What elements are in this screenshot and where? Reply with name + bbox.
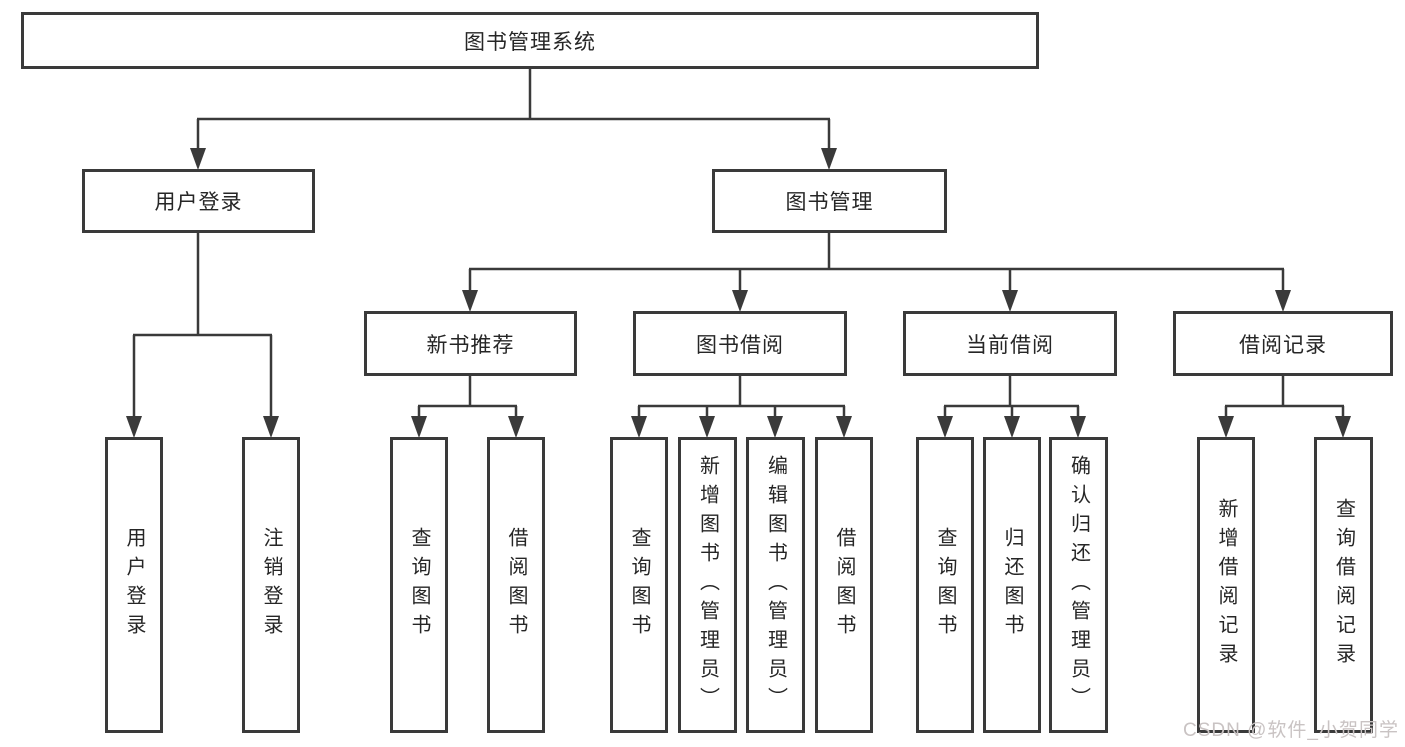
- node-borrow-records-label: 借阅记录: [1239, 333, 1327, 357]
- leaf-cb-return-books: 归还图书: [983, 437, 1041, 733]
- leaf-br-add-record: 新增借阅记录: [1197, 437, 1255, 733]
- leaf-cb-confirm-return-admin-label: 确认归还（管理员）: [1067, 454, 1090, 716]
- node-user-login-label: 用户登录: [154, 191, 243, 214]
- node-book-borrow: 图书借阅: [633, 311, 847, 376]
- leaf-user-login-label: 用户登录: [123, 527, 145, 643]
- node-book-borrow-label: 图书借阅: [696, 333, 784, 357]
- arrowheads: [126, 148, 1351, 438]
- node-book-management-label: 图书管理: [785, 191, 874, 214]
- leaf-bb-edit-books-admin: 编辑图书（管理员）: [746, 437, 805, 733]
- leaf-br-add-record-label: 新增借阅记录: [1215, 498, 1237, 672]
- leaf-bb-edit-books-admin-label: 编辑图书（管理员）: [764, 454, 787, 716]
- leaf-user-login: 用户登录: [105, 437, 163, 733]
- node-new-book-recommend: 新书推荐: [364, 311, 577, 376]
- leaf-bb-add-books-admin-label: 新增图书（管理员）: [696, 454, 719, 716]
- leaf-bb-borrow-books-label: 借阅图书: [833, 527, 855, 643]
- leaf-br-query-record-label: 查询借阅记录: [1332, 498, 1355, 672]
- node-current-borrow-label: 当前借阅: [966, 333, 1054, 357]
- node-user-login: 用户登录: [82, 169, 315, 233]
- node-root: 图书管理系统: [21, 12, 1039, 69]
- leaf-bb-query-books-label: 查询图书: [628, 527, 650, 643]
- leaf-bb-add-books-admin: 新增图书（管理员）: [678, 437, 737, 733]
- leaf-cb-confirm-return-admin: 确认归还（管理员）: [1049, 437, 1108, 733]
- leaf-br-query-record: 查询借阅记录: [1314, 437, 1373, 733]
- node-new-book-recommend-label: 新书推荐: [426, 333, 515, 357]
- leaf-nb-borrow-books: 借阅图书: [487, 437, 545, 733]
- node-borrow-records: 借阅记录: [1173, 311, 1393, 376]
- leaf-nb-query-books: 查询图书: [390, 437, 448, 733]
- node-book-management: 图书管理: [712, 169, 947, 233]
- csdn-watermark: CSDN @软件_小贺同学: [1183, 720, 1399, 741]
- node-root-label: 图书管理系统: [464, 30, 596, 54]
- leaf-cb-query-books: 查询图书: [916, 437, 974, 733]
- leaf-bb-query-books: 查询图书: [610, 437, 668, 733]
- leaf-nb-borrow-books-label: 借阅图书: [505, 527, 527, 643]
- node-current-borrow: 当前借阅: [903, 311, 1117, 376]
- leaf-logout-label: 注销登录: [260, 527, 282, 643]
- leaf-nb-query-books-label: 查询图书: [408, 527, 430, 643]
- leaf-bb-borrow-books: 借阅图书: [815, 437, 873, 733]
- leaf-cb-query-books-label: 查询图书: [934, 527, 956, 643]
- leaf-cb-return-books-label: 归还图书: [1001, 527, 1023, 643]
- leaf-logout: 注销登录: [242, 437, 300, 733]
